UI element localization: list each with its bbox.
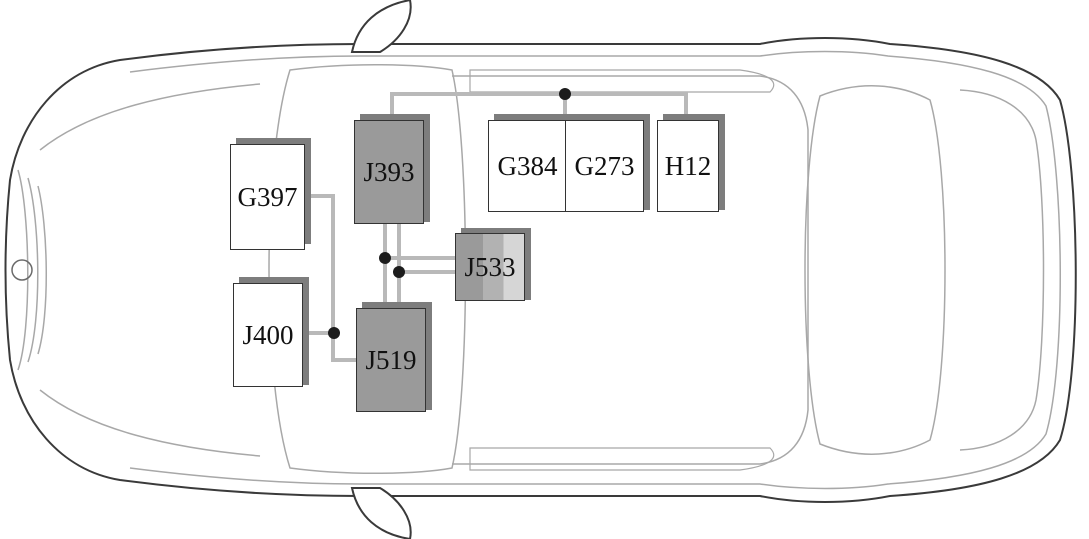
module-g397-label: G397 [237,181,298,212]
hood-line-lower [39,389,261,457]
wire-g397-vertical [331,194,335,362]
module-j519: J519 [356,308,426,412]
wire-j533-lower [397,270,457,274]
module-j393-label: J393 [363,156,415,187]
mirror-left [350,0,412,53]
rear-window [804,85,946,455]
junction-dot-center-upper [379,252,391,264]
wire-top-drop-g384-g273 [563,92,567,120]
module-j400: J400 [233,283,303,387]
junction-dot-top [559,88,571,100]
hood-line-upper [39,83,261,151]
brand-emblem [11,259,33,281]
car-body-inner-line [129,50,1061,490]
module-g273: G273 [565,120,644,212]
wire-j533-upper [383,256,457,260]
trunk-line [959,89,1045,451]
wire-j519-in [331,358,357,362]
module-g384-label: G384 [497,150,558,181]
module-j393: J393 [354,120,424,224]
module-h12: H12 [657,120,719,212]
module-j400-label: J400 [242,319,294,350]
module-g273-label: G273 [574,150,635,181]
wire-top-drop-j393 [390,92,394,120]
roof-outline [452,75,809,465]
side-window-right [469,447,775,471]
module-h12-label: H12 [664,150,712,181]
module-g384: G384 [488,120,567,212]
wire-top-bus [390,92,688,96]
wire-j400-out [304,331,334,335]
mirror-right [350,487,412,539]
module-j519-label: J519 [365,344,417,375]
junction-dot-left [328,327,340,339]
wire-top-drop-h12 [684,92,688,120]
module-j533: J533 [455,233,525,301]
car-body-outline [4,37,1077,503]
front-grille [17,169,47,371]
module-g397: G397 [230,144,305,250]
wire-g397-out [304,194,334,198]
side-window-left [469,69,775,93]
wire-j393-j519-b [397,222,401,306]
junction-dot-center-lower [393,266,405,278]
module-j533-label: J533 [464,251,516,282]
wire-j393-j519-a [383,222,387,306]
